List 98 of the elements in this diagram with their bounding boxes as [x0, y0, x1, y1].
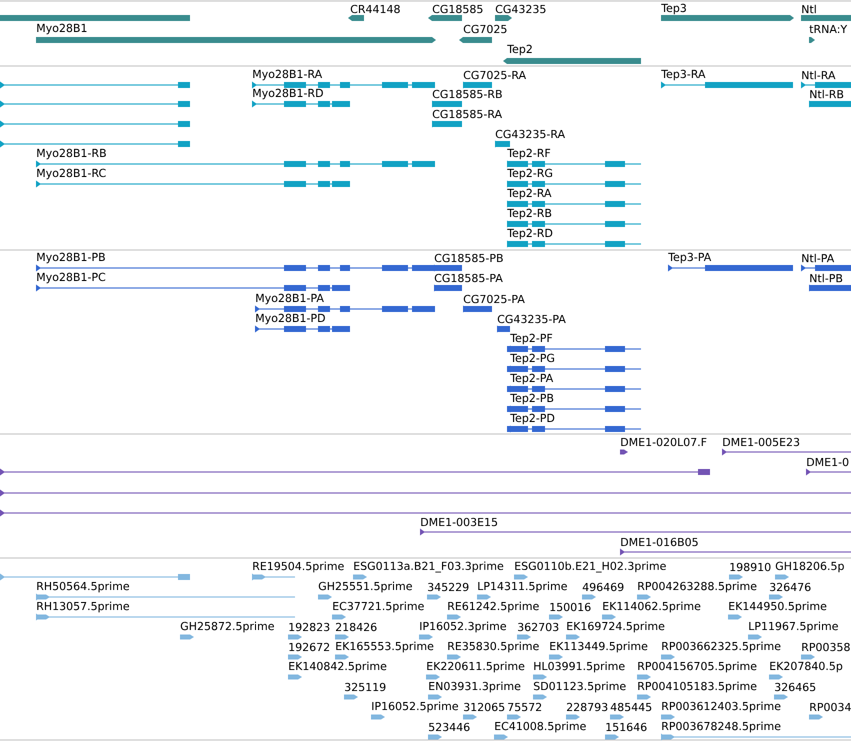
feature-label: Ntl	[802, 4, 816, 14]
feature-label: 362703	[518, 622, 558, 632]
feature-label: GH18206.5p	[776, 562, 844, 572]
feature-label: CG7025-RA	[464, 70, 526, 80]
feature-label: Myo28B1-RA	[253, 70, 322, 80]
feature-label: LP11967.5prime	[749, 622, 838, 632]
feature-label: CG18585-RA	[432, 110, 502, 118]
feature-label: RP003612403.5prime	[662, 702, 780, 712]
feature-label: GH25551.5prime	[318, 582, 412, 592]
feature-label: Myo28B1-PC	[37, 272, 106, 284]
feature-label: Tep2-PD	[510, 414, 554, 424]
feature-label: DME1-0	[807, 458, 848, 466]
feature-label: RP004105183.5prime	[638, 682, 756, 692]
feature-label: ESG0110b.E21_H02.3prime	[515, 562, 666, 572]
feature-label: Ntl-RA	[802, 70, 836, 80]
feature-label: RE35830.5prime	[448, 642, 539, 652]
feature-label: Tep2-RF	[507, 148, 550, 160]
feature-label: 151646	[606, 722, 646, 732]
feature-label: CG43235	[496, 4, 546, 14]
feature-label: Tep2-RB	[507, 208, 552, 220]
feature-label: 198910	[730, 562, 770, 572]
feature-label: RP003662325.5prime	[662, 642, 780, 652]
feature-label: Ntl-PA	[802, 254, 834, 262]
feature-label: 228793	[567, 702, 608, 712]
feature-label: EK140842.5prime	[289, 662, 386, 672]
feature-label: Tep3	[661, 4, 686, 14]
feature-label: DME1-005E23	[723, 438, 800, 446]
feature-label: Tep2-RD	[507, 228, 552, 240]
feature-label: EK113449.5prime	[550, 642, 648, 652]
feature-label: 326476	[770, 582, 810, 592]
feature-label: 218426	[336, 622, 376, 632]
feature-label: Tep2-PA	[510, 374, 554, 384]
feature-label: RP003678248.5prime	[662, 722, 780, 732]
feature-label: 485445	[610, 702, 652, 712]
feature-label: Myo28B1-PD	[256, 314, 325, 324]
feature-label: CG18585-RB	[432, 90, 502, 98]
feature-label: 150016	[550, 602, 590, 612]
feature-label: 192672	[289, 642, 330, 652]
feature-label: IP16052.3prime	[420, 622, 506, 632]
feature-label: CG18585	[432, 4, 482, 14]
feature-label: Tep2-PF	[510, 334, 552, 344]
feature-label: Ntl-PB	[810, 274, 842, 282]
feature-label: Myo28B1-RB	[37, 148, 106, 160]
feature-label: EK207840.5p	[770, 662, 842, 672]
feature-label: 192823	[289, 622, 330, 632]
feature-label: Tep2-PB	[510, 394, 554, 404]
feature-label: RP0034	[810, 702, 851, 712]
feature-label: DME1-003E15	[421, 518, 498, 526]
feature-label: CG43235-PA	[498, 314, 566, 324]
feature-label: Myo28B1-PA	[256, 294, 324, 304]
feature-label: LP14311.5prime	[478, 582, 567, 592]
feature-label: RP004263288.5prime	[638, 582, 756, 592]
feature-label: 496469	[582, 582, 624, 592]
feature-label: EN03931.3prime	[429, 682, 520, 692]
feature-label: Myo28B1	[37, 24, 86, 34]
feature-label: Myo28B1-RD	[253, 88, 323, 100]
feature-label: Ntl-RB	[810, 90, 844, 98]
feature-label: EC37721.5prime	[333, 602, 424, 612]
feature-label: EC41008.5prime	[495, 722, 586, 732]
feature-label: Tep2-PG	[510, 354, 554, 364]
feature-label: Tep2	[507, 44, 532, 56]
feature-label: Tep2-RG	[507, 168, 552, 180]
feature-label: 326465	[775, 682, 816, 692]
feature-label: RH50564.5prime	[37, 582, 130, 592]
feature-label: Tep3-PA	[668, 252, 712, 264]
feature-label: SD01123.5prime	[534, 682, 626, 692]
feature-label: EK169724.5prime	[567, 622, 664, 632]
feature-label: IP16052.5prime	[372, 702, 458, 712]
feature-label: RP004156705.5prime	[638, 662, 756, 672]
feature-label: GH25872.5prime	[180, 622, 274, 632]
feature-label: EK220611.5prime	[427, 662, 524, 672]
feature-label: 75572	[508, 702, 542, 712]
feature-label: RP00358	[802, 642, 850, 652]
feature-label: Tep2-RA	[507, 188, 552, 200]
feature-label: 523446	[429, 722, 470, 732]
feature-label: DME1-020L07.F	[621, 438, 706, 446]
feature-label: CG7025-PA	[464, 294, 525, 304]
feature-label: CG18585-PA	[434, 274, 503, 282]
feature-label: Tep3-RA	[661, 70, 706, 80]
feature-label: ESG0113a.B21_F03.3prime	[354, 562, 504, 572]
feature-label: CG43235-RA	[496, 130, 565, 138]
feature-label: Myo28B1-RC	[37, 168, 106, 180]
feature-label: EK144950.5prime	[729, 602, 826, 612]
feature-label: EK165553.5prime	[336, 642, 434, 652]
feature-label: RE61242.5prime	[448, 602, 539, 612]
feature-label: CG18585-PB	[434, 254, 503, 262]
feature-label: RH13057.5prime	[37, 602, 130, 612]
feature-label: RE19504.5prime	[253, 562, 344, 572]
feature-label: tRNA:Y	[810, 25, 848, 33]
feature-label: HL03991.5prime	[534, 662, 625, 672]
feature-label: Myo28B1-PB	[37, 252, 105, 264]
feature-label: EK114062.5prime	[603, 602, 700, 612]
feature-label: 345229	[428, 582, 468, 592]
feature-label: DME1-016B05	[621, 538, 698, 546]
feature-label: 325119	[345, 682, 386, 692]
feature-label: CG7025	[464, 24, 506, 34]
feature-label: 312065	[464, 702, 504, 712]
feature-label: CR44148	[350, 4, 400, 14]
